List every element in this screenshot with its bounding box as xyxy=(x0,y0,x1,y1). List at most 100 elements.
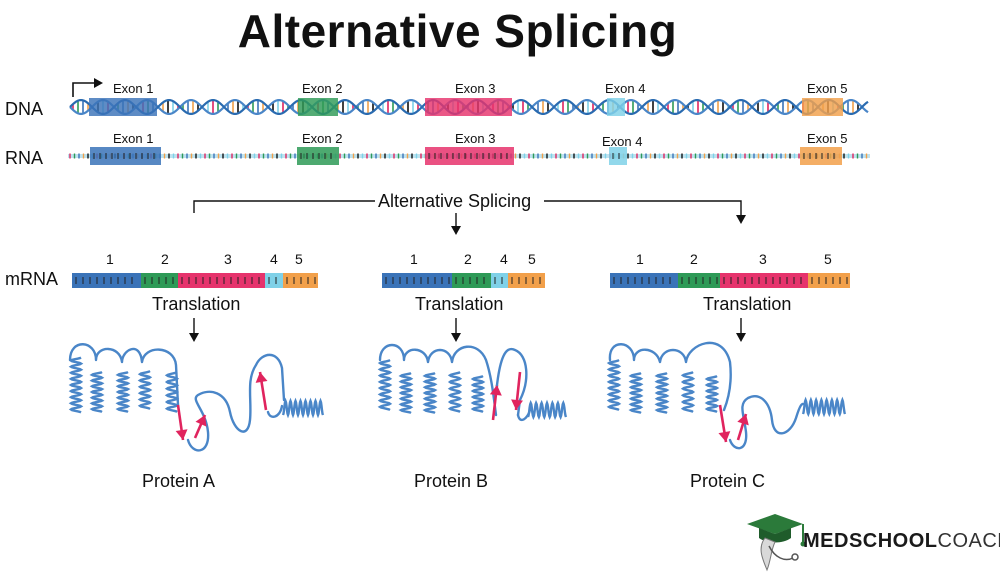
alpha-helix xyxy=(526,399,568,421)
isoform-a-exon-1-number: 1 xyxy=(106,251,114,267)
isoform-b-exon-2-number: 2 xyxy=(464,251,472,267)
beta-strand-arrowhead xyxy=(737,414,749,426)
alpha-helix xyxy=(606,358,622,412)
rna-exon-3 xyxy=(425,147,514,165)
protein-a-label: Protein A xyxy=(142,471,215,491)
splicing-connectors xyxy=(193,200,742,228)
medschoolcoach-logo xyxy=(747,514,806,572)
rna-exon-block xyxy=(425,147,514,165)
alpha-helix xyxy=(89,370,105,414)
dna-exon-blocks xyxy=(89,98,843,116)
alpha-helix xyxy=(137,369,153,411)
mrna-isoform-b xyxy=(382,273,545,288)
mrna-exon-5 xyxy=(808,273,850,288)
beta-strand-arrowhead xyxy=(511,399,524,410)
alpha-helix xyxy=(398,371,414,415)
protein-a-structure xyxy=(68,343,325,452)
isoform-a-exon-4-number: 4 xyxy=(270,251,278,267)
mrna-exon-3 xyxy=(178,273,265,288)
beta-strand-arrowhead xyxy=(718,431,731,442)
translation-label-b: Translation xyxy=(415,294,503,314)
alpha-helix xyxy=(281,397,325,419)
rna-exon-2 xyxy=(297,147,339,165)
rna-exon-3-label: Exon 3 xyxy=(455,131,495,146)
rna-exon-block xyxy=(609,147,627,165)
mrna-exon-4 xyxy=(491,273,508,288)
rna-row-label: RNA xyxy=(5,148,43,168)
random-coil xyxy=(68,343,180,407)
mrna-exon-2 xyxy=(678,273,720,288)
isoform-c-exon-2-number: 2 xyxy=(690,251,698,267)
protein-b-structure xyxy=(377,343,568,422)
translation-label-c: Translation xyxy=(703,294,791,314)
rna-exon-1 xyxy=(90,147,161,165)
protein-b-label: Protein B xyxy=(414,471,488,491)
dna-exon-2-label: Exon 2 xyxy=(302,81,342,96)
alpha-helix xyxy=(422,371,438,415)
rna-exon-5 xyxy=(800,147,842,165)
random-coil xyxy=(378,343,498,417)
logo-wordmark: MEDSCHOOLCOACH xyxy=(803,530,1000,552)
dna-exon-5 xyxy=(802,98,843,116)
splicing-label: Alternative Splicing xyxy=(378,191,531,211)
translation-label-a: Translation xyxy=(152,294,240,314)
mrna-exon-1 xyxy=(382,273,452,288)
alpha-helix xyxy=(628,371,644,415)
mrna-exon-3 xyxy=(720,273,808,288)
alpha-helix xyxy=(470,374,486,414)
mrna-isoform-a xyxy=(72,273,318,288)
dna-exon-2 xyxy=(298,98,338,116)
rna-exon-1-label: Exon 1 xyxy=(113,131,153,146)
dna-row-label: DNA xyxy=(5,99,43,119)
rna-exon-2-label: Exon 2 xyxy=(302,131,342,146)
page-title: Alternative Splicing xyxy=(237,5,678,57)
dna-exon-3 xyxy=(425,98,512,116)
random-coil xyxy=(266,404,284,418)
mrna-exon-2 xyxy=(452,273,491,288)
random-coil xyxy=(608,341,732,412)
graduation-cap-icon xyxy=(747,514,806,572)
rna-exon-4 xyxy=(609,147,627,165)
isoform-b-exon-4-number: 4 xyxy=(500,251,508,267)
beta-strand-arrowhead xyxy=(195,415,207,427)
isoform-b-exon-5-number: 5 xyxy=(528,251,536,267)
random-coil xyxy=(186,353,286,452)
isoform-a-exon-5-number: 5 xyxy=(295,251,303,267)
transcription-start-arrow-icon xyxy=(72,78,103,97)
beta-strand-arrowhead xyxy=(175,429,188,440)
alpha-helix xyxy=(801,396,847,418)
rna-exon-blocks xyxy=(90,147,842,165)
isoform-b-exon-1-number: 1 xyxy=(410,251,418,267)
mrna-row-label-a: mRNA xyxy=(5,269,58,289)
beta-strand-arrowhead xyxy=(255,372,268,383)
dna-exon-3-label: Exon 3 xyxy=(455,81,495,96)
isoform-c-exon-1-number: 1 xyxy=(636,251,644,267)
translation-arrowheads xyxy=(189,333,746,342)
random-coil xyxy=(495,347,528,417)
isoform-c-exon-5-number: 5 xyxy=(824,251,832,267)
mrna-exon-1 xyxy=(610,273,678,288)
rna-exon-block xyxy=(90,147,161,165)
splicing-arrowheads xyxy=(451,215,746,235)
rna-exon-4-label: Exon 4 xyxy=(602,134,642,149)
mrna-exon-1 xyxy=(72,273,141,288)
dna-exon-1 xyxy=(89,98,157,116)
alpha-helix xyxy=(115,370,131,414)
alpha-helix xyxy=(377,358,393,412)
beta-strand-arrowhead xyxy=(489,385,502,396)
rna-exon-5-label: Exon 5 xyxy=(807,131,847,146)
alpha-helix xyxy=(680,371,696,413)
dna-exon-4 xyxy=(607,98,625,116)
rna-exon-block xyxy=(297,147,339,165)
dna-exon-1-label: Exon 1 xyxy=(113,81,153,96)
mrna-isoform-c xyxy=(610,273,850,288)
isoform-a-exon-3-number: 3 xyxy=(224,251,232,267)
alpha-helix xyxy=(68,356,84,414)
alpha-helix xyxy=(704,374,720,414)
isoform-a-exon-2-number: 2 xyxy=(161,251,169,267)
rna-exon-block xyxy=(800,147,842,165)
isoform-c-exon-3-number: 3 xyxy=(759,251,767,267)
dna-exon-5-label: Exon 5 xyxy=(807,81,847,96)
protein-c-structure xyxy=(606,341,847,450)
